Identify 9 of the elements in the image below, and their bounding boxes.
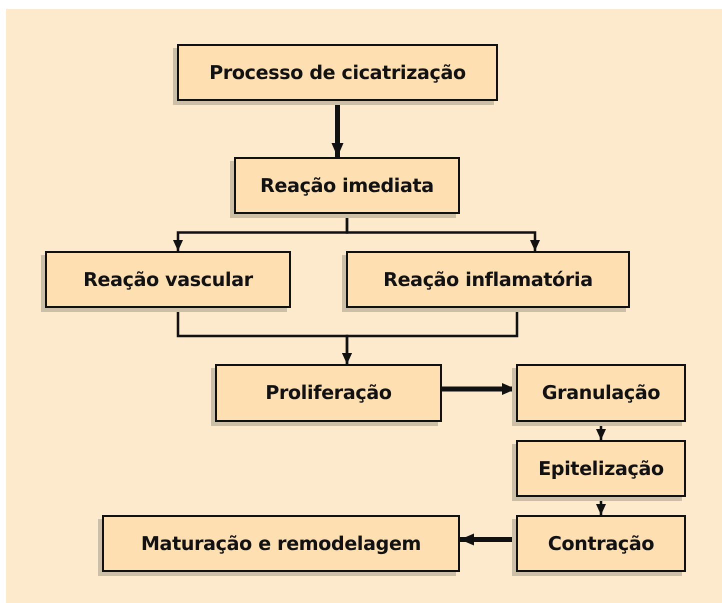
box-label: Reação inflamatória	[383, 268, 593, 290]
box-label: Maturação e remodelagem	[140, 532, 422, 554]
box-label: Reação imediata	[260, 174, 434, 196]
box-label: Proliferação	[265, 382, 392, 404]
box-label: Epitelização	[538, 458, 664, 480]
box-label: Granulação	[542, 382, 660, 404]
box-label: Reação vascular	[83, 268, 253, 290]
box-label: Contração	[548, 532, 654, 554]
box-label: Processo de cicatrização	[209, 62, 466, 84]
